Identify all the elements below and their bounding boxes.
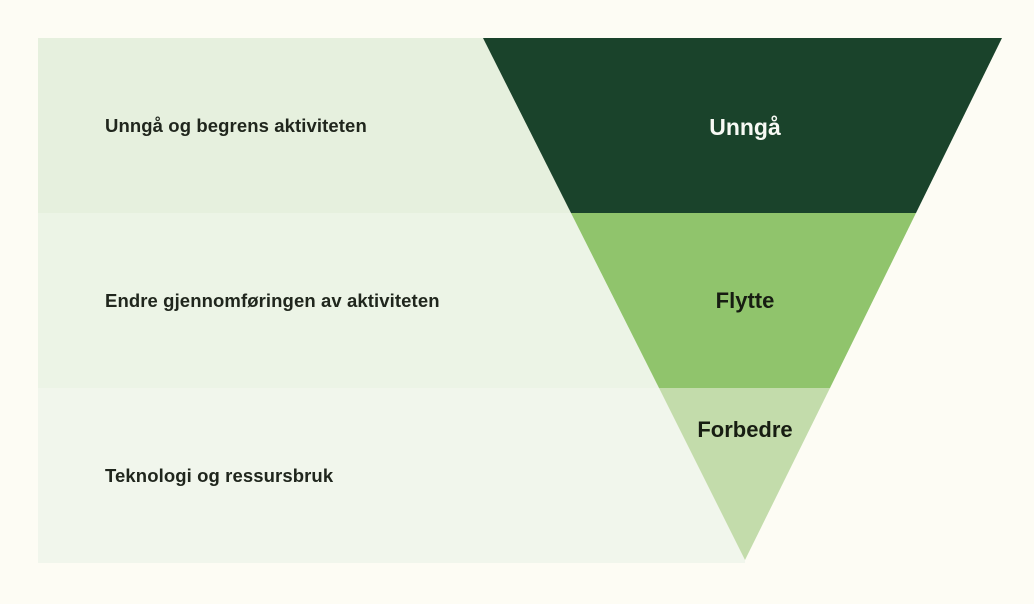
funnel-stage-label-move: Flytte — [715, 287, 775, 313]
row2-band-shape — [38, 213, 659, 388]
funnel-stage-label-improve: Forbedre — [697, 417, 793, 442]
row-label-change: Endre gjennomføringen av aktiviteten — [105, 289, 440, 311]
row1-band-shape — [38, 38, 571, 213]
funnel-segment-top-shape — [483, 38, 1002, 213]
row3-band-shape — [38, 388, 745, 563]
row-label-avoid: Unngå og begrens aktiviteten — [105, 114, 367, 136]
funnel-segment-bottom-shape — [659, 388, 830, 560]
funnel-stage-label-avoid: Unngå — [709, 113, 781, 140]
row-label-technology: Teknologi og ressursbruk — [105, 464, 334, 486]
funnel-segment-middle-shape — [571, 213, 916, 388]
